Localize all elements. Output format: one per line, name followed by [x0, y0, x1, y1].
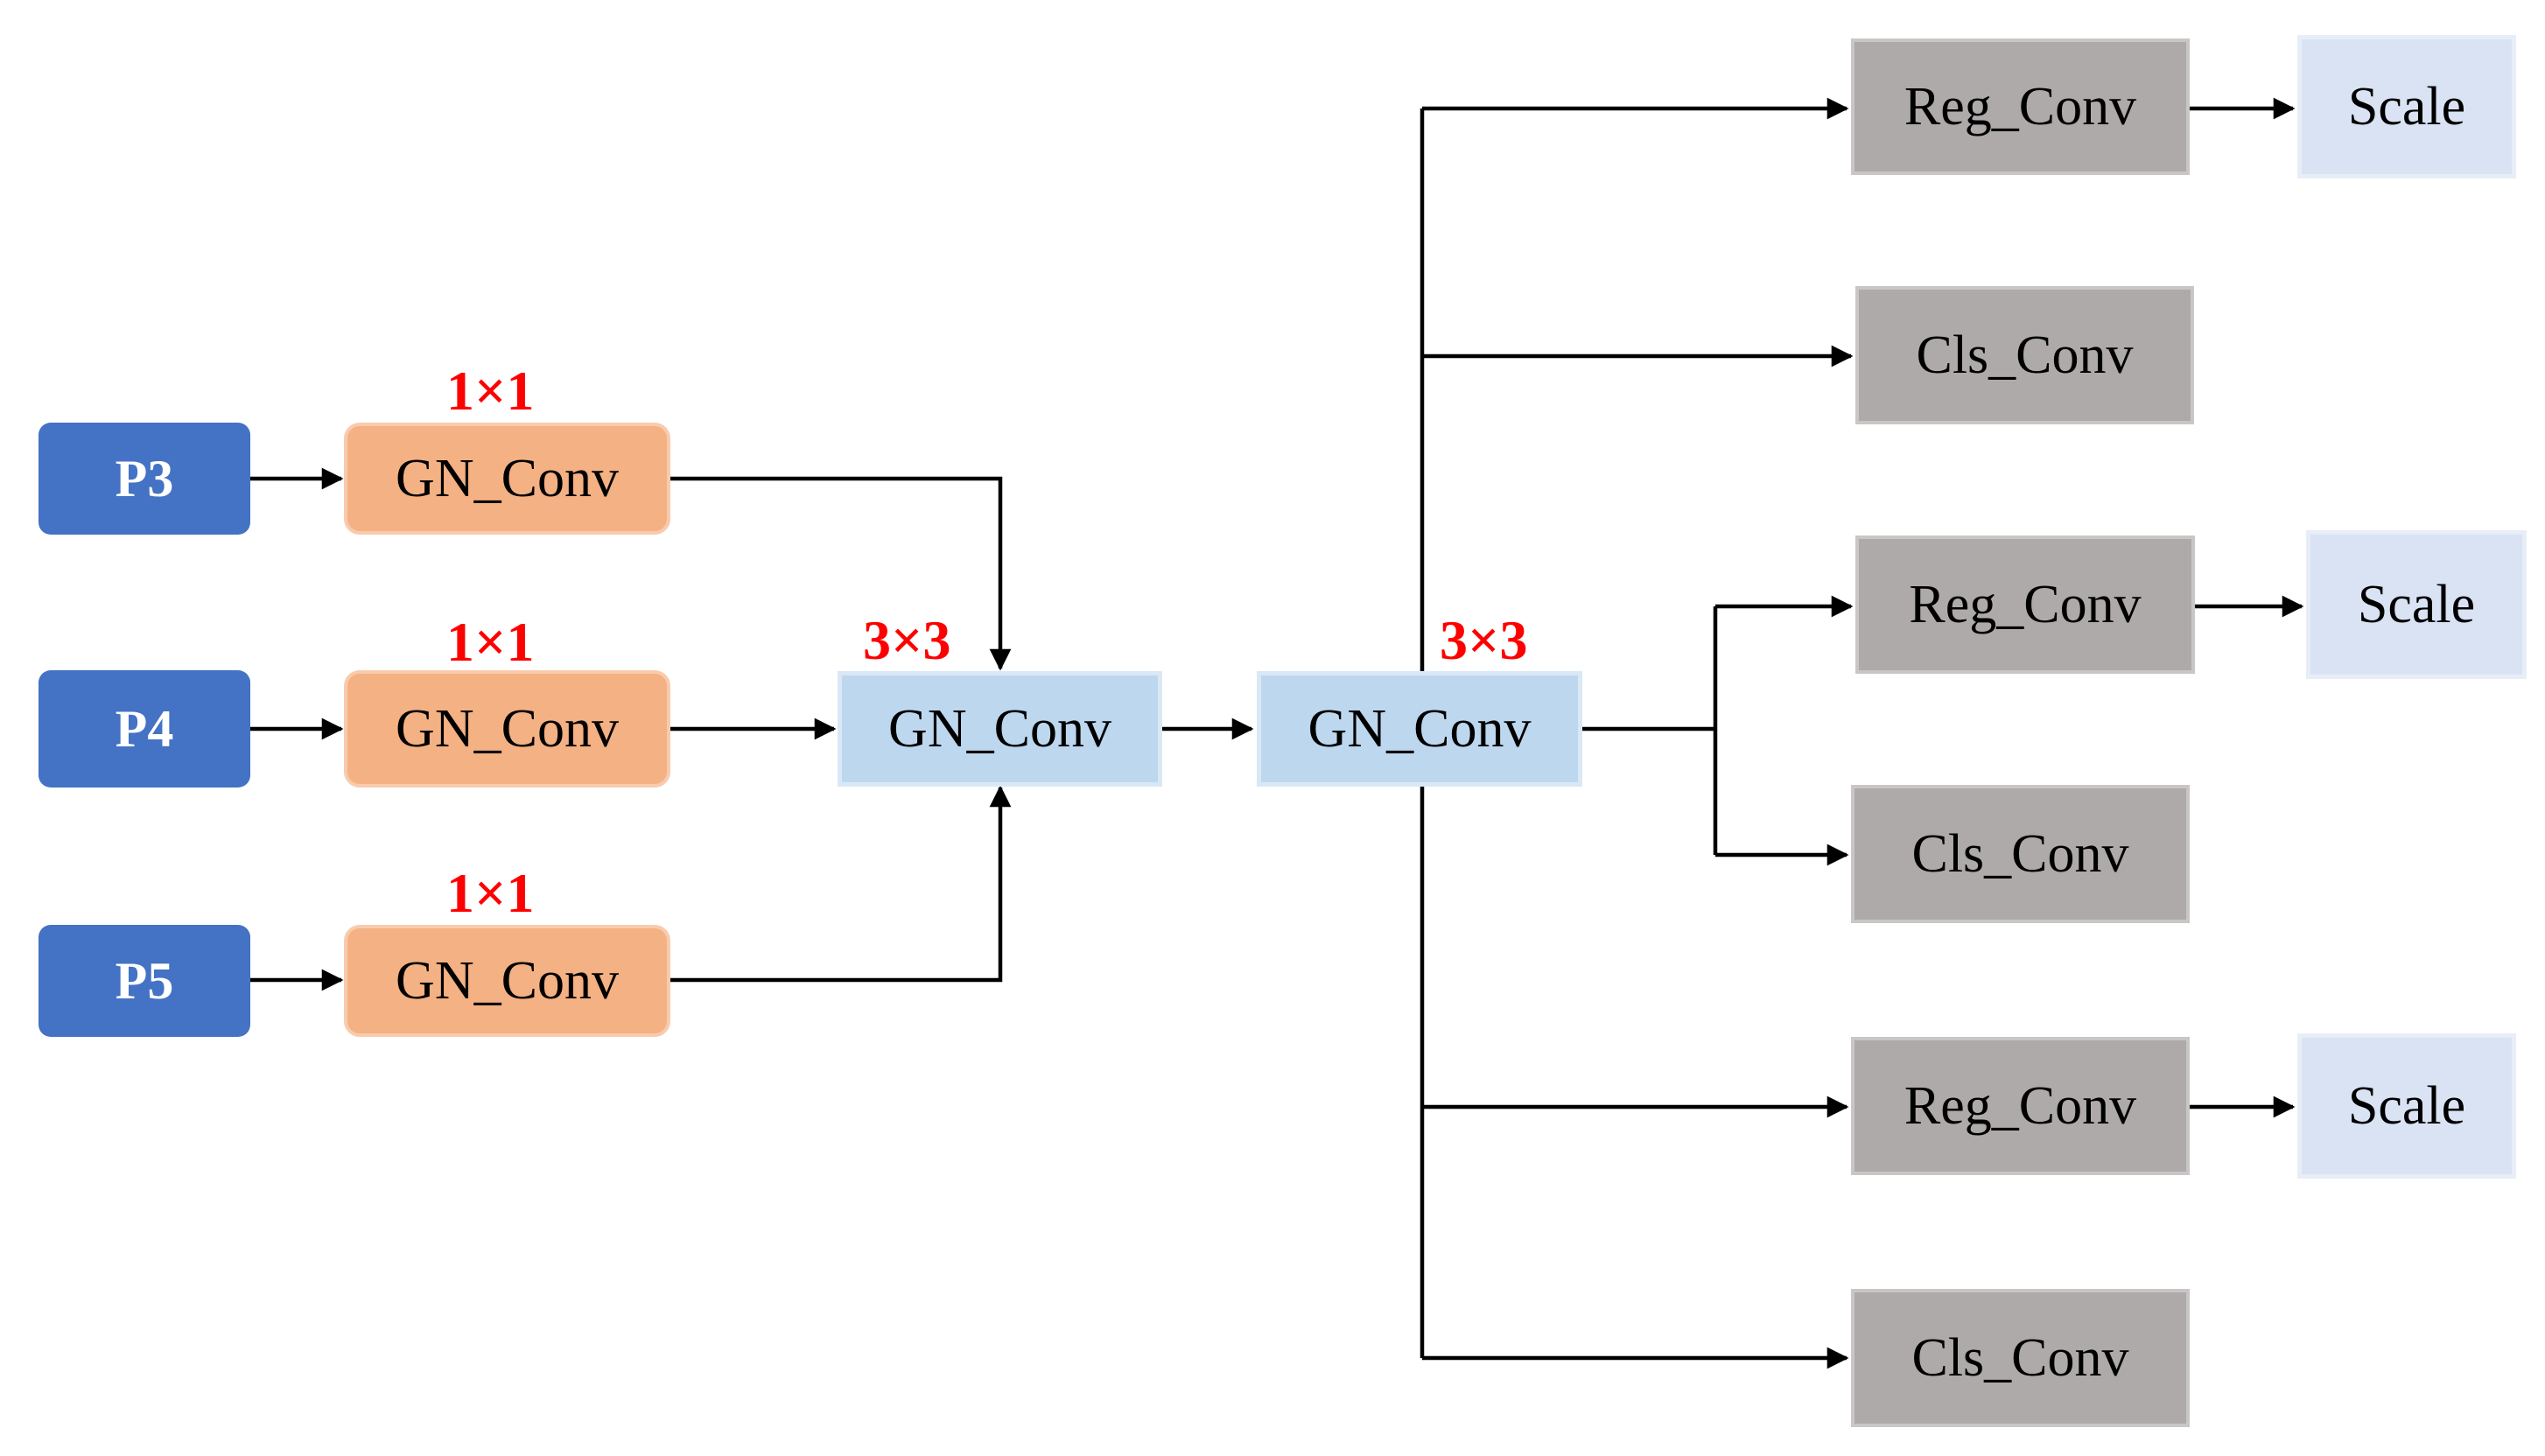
cls-conv-1: Cls_Conv [1855, 286, 2194, 424]
kernel-label-3x3-second: 3×3 [1440, 609, 1528, 671]
arrow-conv1-to-gn3 [670, 476, 1012, 671]
gn-conv-1x1-p4: GN_Conv [344, 670, 670, 788]
kernel-label-1x1-top: 1×1 [446, 360, 535, 422]
gn-conv-1x1-p5: GN_Conv [344, 925, 670, 1037]
gn-conv-3x3-second: GN_Conv [1257, 671, 1582, 787]
reg-conv-2: Reg_Conv [1855, 536, 2195, 674]
input-p3: P3 [39, 423, 250, 535]
scale-1: Scale [2297, 35, 2516, 178]
cls-conv-3: Cls_Conv [1851, 1289, 2190, 1427]
gn-conv-1x1-p3: GN_Conv [344, 423, 670, 535]
arrow-conv3-to-gn3 [670, 785, 1012, 983]
input-p5: P5 [39, 925, 250, 1037]
scale-3: Scale [2297, 1033, 2516, 1179]
reg-conv-1: Reg_Conv [1851, 38, 2190, 175]
reg-conv-3: Reg_Conv [1851, 1037, 2190, 1175]
input-p4: P4 [39, 670, 250, 788]
cls-conv-2: Cls_Conv [1851, 785, 2190, 923]
gn-conv-3x3-first: GN_Conv [838, 671, 1162, 787]
scale-2: Scale [2306, 530, 2527, 679]
kernel-label-3x3-first: 3×3 [863, 609, 951, 671]
kernel-label-1x1-mid: 1×1 [446, 611, 535, 673]
kernel-label-1x1-bottom: 1×1 [446, 862, 535, 924]
